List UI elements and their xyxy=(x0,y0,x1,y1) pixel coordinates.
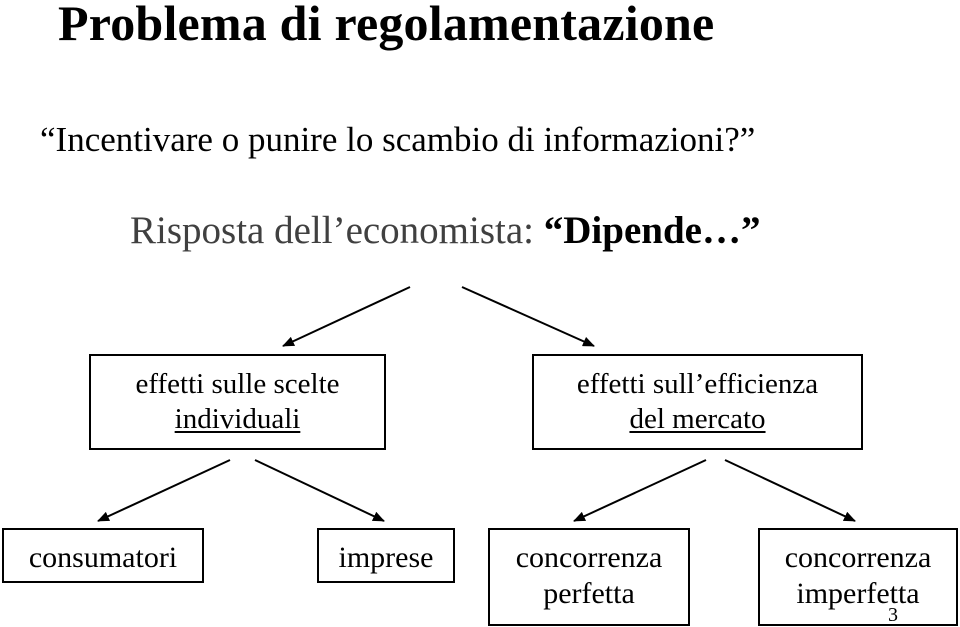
box-individual-effects-line1: effetti sulle scelte xyxy=(135,368,340,401)
answer-close-quote: ” xyxy=(740,209,761,252)
close-quote: ” xyxy=(739,120,756,159)
arrow-to-market-efficiency xyxy=(461,286,595,347)
box-perfect-competition-line1: concorrenza xyxy=(515,541,663,574)
open-quote: “ xyxy=(40,120,56,159)
box-market-efficiency: effetti sull’efficienza del mercato xyxy=(532,354,863,450)
page-title: Problema di regolamentazione xyxy=(58,0,715,51)
box-imperfect-competition-line1: concorrenza xyxy=(784,541,932,574)
arrow-to-perfect-competition xyxy=(573,459,707,522)
box-firms: imprese xyxy=(317,528,455,583)
box-market-efficiency-line1: effetti sull’efficienza xyxy=(576,368,819,401)
box-imperfect-competition: concorrenza imperfetta xyxy=(758,528,958,626)
answer-line: Risposta dell’economista: “Dipende…” xyxy=(130,208,760,253)
box-imperfect-competition-line2: imperfetta xyxy=(796,577,920,610)
arrow-to-individual-effects xyxy=(282,286,411,347)
question-line: “Incentivare o punire lo scambio di info… xyxy=(40,120,755,160)
answer-emphasis: Dipende… xyxy=(563,209,741,252)
box-individual-effects: effetti sulle scelte individuali xyxy=(89,354,386,450)
arrow-to-consumers xyxy=(97,459,231,522)
box-market-efficiency-line2: del mercato xyxy=(629,403,766,435)
question-text: Incentivare o punire lo scambio di infor… xyxy=(55,120,740,159)
box-perfect-competition: concorrenza perfetta xyxy=(488,528,690,626)
box-perfect-competition-line2: perfetta xyxy=(543,577,635,610)
box-firms-line1: imprese xyxy=(338,541,434,574)
page-number: 3 xyxy=(888,604,898,626)
arrow-to-imperfect-competition xyxy=(724,459,856,522)
box-individual-effects-line2: individuali xyxy=(174,403,301,435)
answer-label: Risposta dell’economista: xyxy=(130,209,535,252)
arrow-to-firms xyxy=(254,459,385,522)
box-consumers-line1: consumatori xyxy=(28,541,178,574)
answer-open-quote: “ xyxy=(543,209,564,252)
box-consumers: consumatori xyxy=(2,528,204,583)
